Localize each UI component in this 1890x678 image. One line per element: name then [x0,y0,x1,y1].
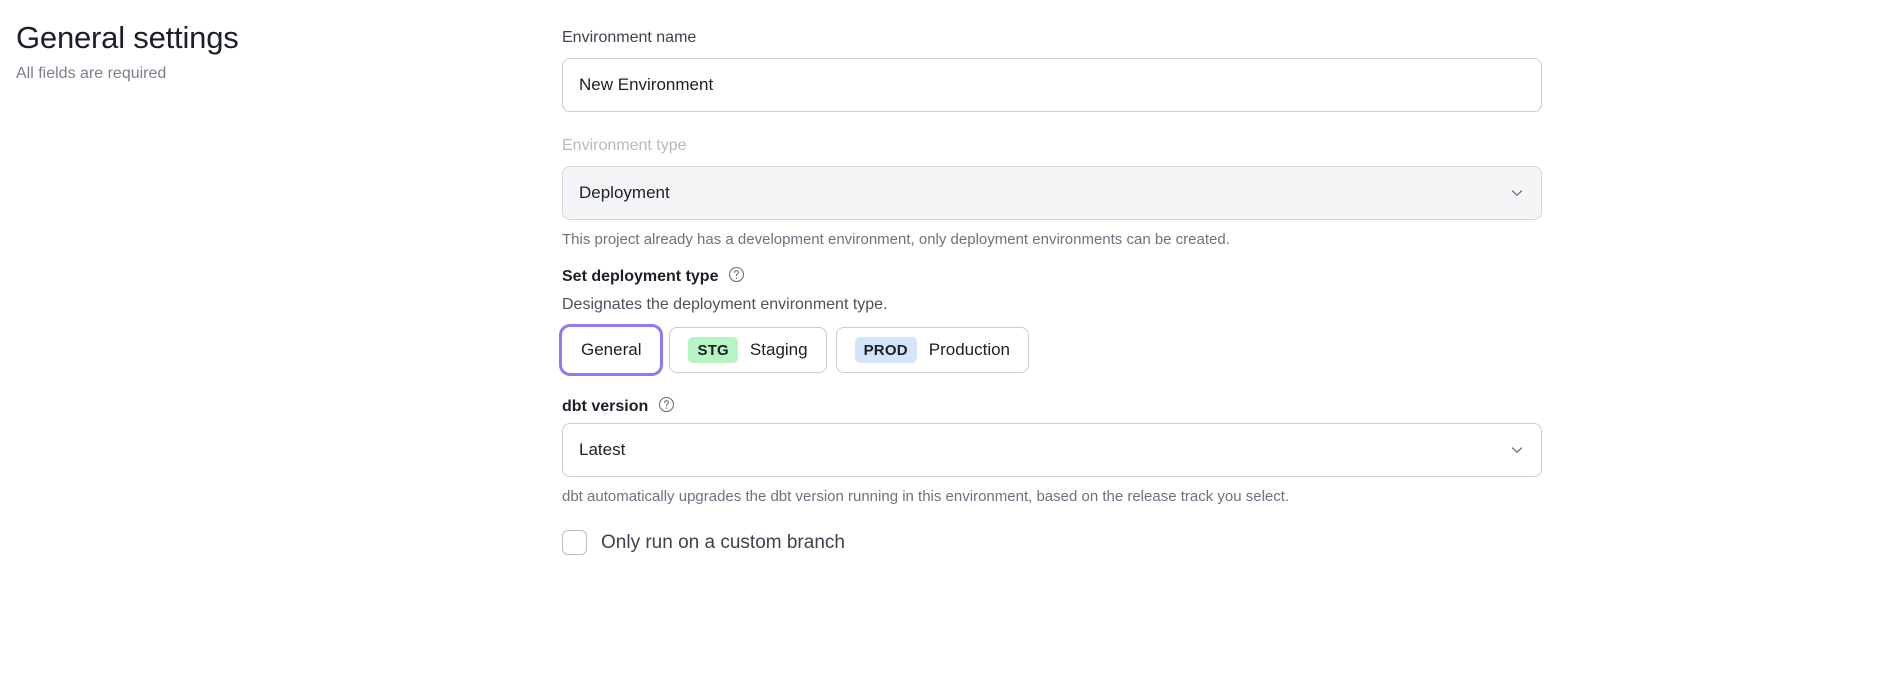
dbt-version-select[interactable]: Latest [562,423,1542,477]
deployment-type-options: General STG Staging PROD Production [562,327,1542,373]
environment-type-label: Environment type [562,137,687,154]
environment-name-field: Environment name [562,26,1542,112]
environment-type-helper: This project already has a development e… [562,231,1230,248]
dbt-version-helper: dbt automatically upgrades the dbt versi… [562,488,1290,505]
custom-branch-field: Only run on a custom branch [562,530,1542,555]
page-title: General settings [16,20,239,55]
environment-type-select[interactable]: Deployment [562,166,1542,220]
deployment-type-field: Set deployment type Designates the deplo… [562,265,1542,373]
environment-type-value: Deployment [579,183,670,202]
environment-type-field: Environment type Deployment This project… [562,134,1542,251]
deployment-type-label-row: Set deployment type [562,265,1542,289]
deployment-type-label: Set deployment type [562,268,719,285]
dbt-version-label: dbt version [562,398,649,415]
environment-name-input[interactable] [562,58,1542,112]
question-circle-icon[interactable] [658,396,675,413]
chevron-down-icon [1509,442,1525,458]
question-circle-icon[interactable] [728,266,745,283]
deployment-type-option-staging-label: Staging [749,340,808,359]
production-badge: PROD [854,337,917,363]
deployment-type-option-general[interactable]: General [562,327,661,373]
settings-header: General settings All fields are required [16,18,516,86]
deployment-type-option-staging[interactable]: STG Staging [669,327,827,373]
deployment-type-option-production[interactable]: PROD Production [835,327,1030,373]
dbt-version-field: dbt version Latest dbt automatica [562,395,1542,508]
settings-form: Environment name Environment type Deploy… [562,26,1542,555]
custom-branch-checkbox[interactable] [562,530,587,555]
page-subtitle: All fields are required [16,65,167,82]
deployment-type-option-production-label: Production [928,340,1011,359]
dbt-version-value: Latest [579,440,626,459]
staging-badge: STG [688,337,738,363]
custom-branch-label[interactable]: Only run on a custom branch [601,531,845,553]
chevron-down-icon [1509,185,1525,201]
environment-name-label: Environment name [562,29,697,46]
dbt-version-label-row: dbt version [562,395,1542,419]
deployment-type-description: Designates the deployment environment ty… [562,296,888,313]
deployment-type-option-general-label: General [581,340,642,359]
